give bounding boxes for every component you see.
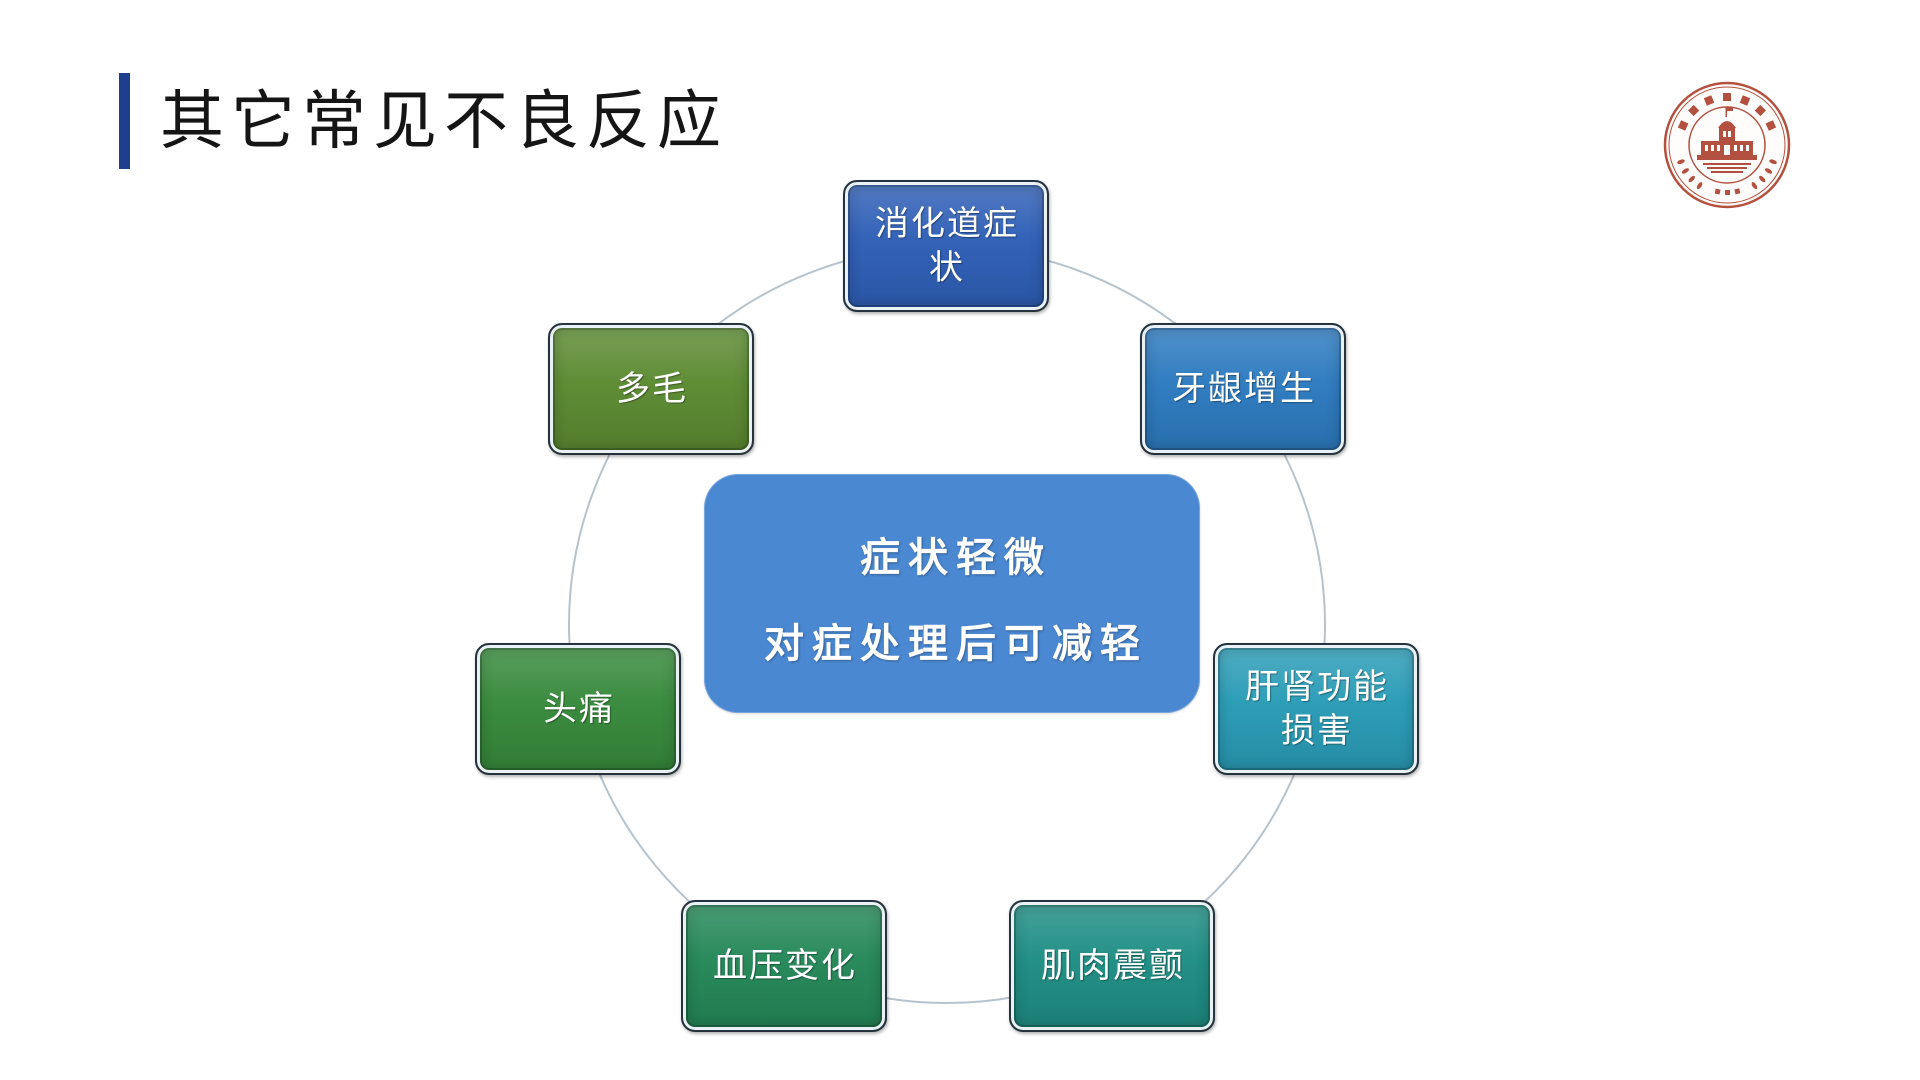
node-label: 头痛 <box>543 689 615 729</box>
node-label: 血压变化 <box>713 946 857 986</box>
node-hirsutism: 多毛 <box>548 323 754 455</box>
center-summary-box: 症状轻微 对症处理后可减轻 <box>704 474 1200 713</box>
node-label: 肌肉震颤 <box>1041 946 1185 986</box>
hospital-seal-logo <box>1663 81 1791 209</box>
node-headache: 头痛 <box>475 643 681 775</box>
center-line-2: 对症处理后可减轻 <box>764 619 1148 667</box>
node-muscle-tremor: 肌肉震颤 <box>1009 900 1215 1032</box>
node-liver-kidney-damage: 肝肾功能损害 <box>1213 643 1419 775</box>
node-label: 消化道症状 <box>875 204 1019 288</box>
node-digestive-symptoms: 消化道症状 <box>843 180 1049 312</box>
node-label: 多毛 <box>616 369 688 409</box>
node-blood-pressure-change: 血压变化 <box>681 900 887 1032</box>
title-accent-bar <box>119 73 130 169</box>
center-line-1: 症状轻微 <box>860 533 1052 581</box>
node-label: 牙龈增生 <box>1172 369 1316 409</box>
slide-title: 其它常见不良反应 <box>160 85 728 159</box>
node-gingival-hyperplasia: 牙龈增生 <box>1140 323 1346 455</box>
hospital-seal-icon <box>1663 81 1791 209</box>
node-label: 肝肾功能损害 <box>1245 667 1389 751</box>
